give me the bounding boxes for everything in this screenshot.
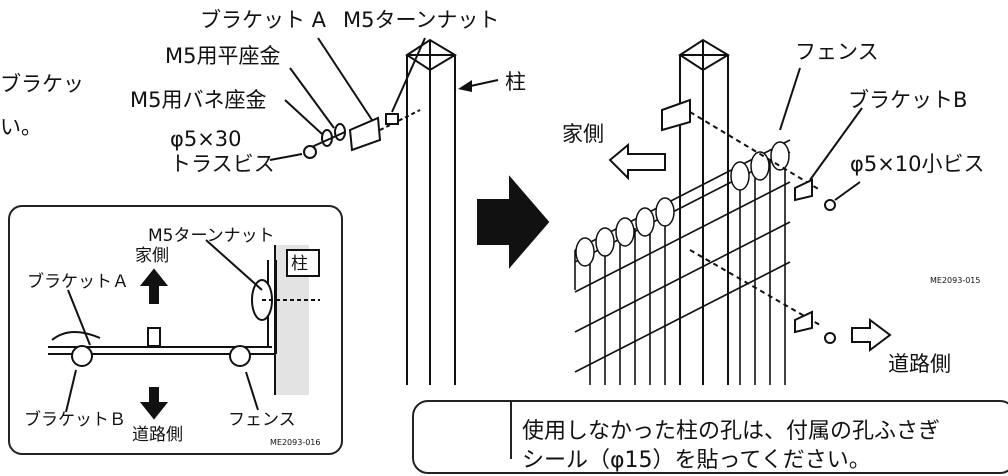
inset-label-bracket-a: ブラケットＡ: [27, 272, 129, 292]
inset-label-turn-nut: M5ターンナット: [148, 226, 275, 246]
label-road-side: 道路側: [888, 352, 951, 376]
note-text-1: 使用しなかった柱の孔は、付属の孔ふさぎ: [522, 419, 941, 444]
label-turn-nut: M5ターンナット: [343, 8, 500, 32]
road-side-arrow: [851, 318, 892, 352]
label-screw-size: φ5×30: [170, 127, 242, 151]
label-screw-type: トラスビス: [170, 152, 275, 176]
house-side-arrow: [608, 142, 666, 181]
note-text-2: シール（φ15）を貼ってください。: [522, 448, 871, 473]
fence-top-coil: [575, 141, 790, 267]
installation-diagram: ブラケッ い。 ブラケット A M5ターンナット M5用平座金 M5用バネ座金 …: [0, 8, 1008, 474]
figure-code-right: ME2093-015: [930, 276, 981, 285]
note-divider: [510, 402, 512, 459]
inset-frame: [8, 205, 343, 455]
inset-drawing: [48, 239, 320, 420]
label-post: 柱: [505, 70, 526, 94]
label-flat-washer: M5用平座金: [165, 44, 281, 68]
label-bracket-b: ブラケットB: [848, 88, 968, 112]
bracket-b-bottom: [794, 310, 813, 334]
hardware-exploded: [303, 109, 421, 159]
figure-code-inset: ME2093-016: [270, 438, 321, 447]
bracket-b-top: [794, 178, 813, 202]
post-right: [661, 38, 730, 385]
left-text-2: い。: [0, 115, 42, 139]
post-left: [405, 38, 457, 385]
inset-label-bracket-b: ブラケットＢ: [24, 410, 126, 430]
label-house-side: 家側: [562, 122, 604, 146]
inset-label-fence: フェンス: [228, 410, 296, 430]
label-small-screw: φ5×10小ビス: [850, 152, 985, 176]
inset-label-road-side: 道路側: [132, 425, 183, 445]
label-fence: フェンス: [795, 40, 879, 64]
transition-arrow: [477, 175, 550, 269]
inset-label-post: 柱: [291, 254, 308, 274]
label-bracket-a: ブラケット A: [200, 8, 327, 32]
label-spring-washer: M5用バネ座金: [130, 88, 267, 112]
inset-label-house-side: 家側: [135, 246, 169, 266]
left-text-1: ブラケッ: [0, 72, 84, 96]
